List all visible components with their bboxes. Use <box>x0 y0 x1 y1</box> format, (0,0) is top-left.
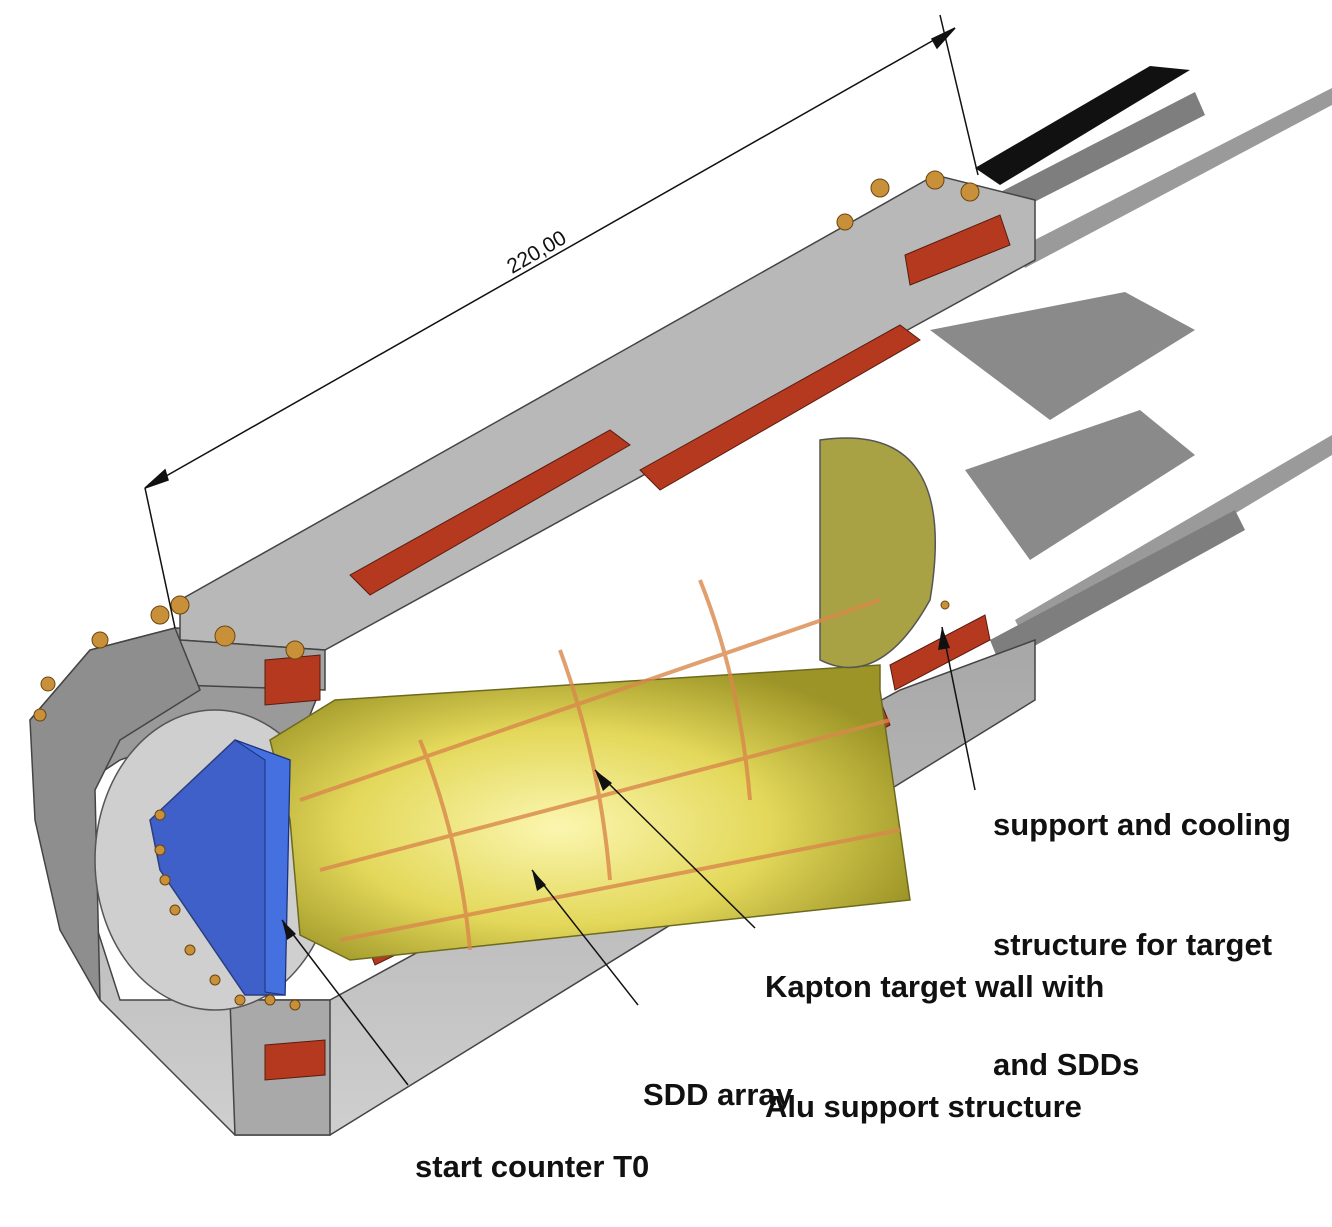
sdd-array-label: SDD array <box>643 995 793 1155</box>
t0-line-1: start counter T0 <box>415 1149 650 1184</box>
t0-counter <box>149 739 291 996</box>
bolts <box>33 170 980 1011</box>
kapton-line-1: Kapton target wall with <box>765 969 1105 1004</box>
leader-kapton <box>594 769 756 929</box>
kapton-target-label: Kapton target wall with Alu support stru… <box>765 887 1104 1167</box>
t0-counter-label: start counter T0 <box>415 1067 649 1227</box>
sdd-line-1: SDD array <box>643 1077 793 1112</box>
leader-support <box>941 626 976 791</box>
dimension-marker <box>144 14 979 629</box>
support-line-2: structure for target <box>993 927 1273 962</box>
detector-diagram: 220,00 support and cooling structure for… <box>29 14 1332 1184</box>
rear-cables <box>930 66 1332 665</box>
leader-t0 <box>281 919 409 1086</box>
support-structure-label: support and cooling structure for target… <box>993 725 1291 1125</box>
support-line-3: and SDDs <box>993 1047 1140 1082</box>
leader-sdd <box>531 869 639 1006</box>
leader-arrowheads <box>282 627 950 940</box>
kapton-line-2: Alu support structure <box>765 1089 1082 1124</box>
dimension-line <box>144 27 956 489</box>
kapton-target <box>269 437 937 961</box>
support-line-1: support and cooling <box>993 807 1291 842</box>
detector-cutaway-drawing: 220,00 <box>29 14 1332 1136</box>
leader-lines <box>281 626 976 1086</box>
